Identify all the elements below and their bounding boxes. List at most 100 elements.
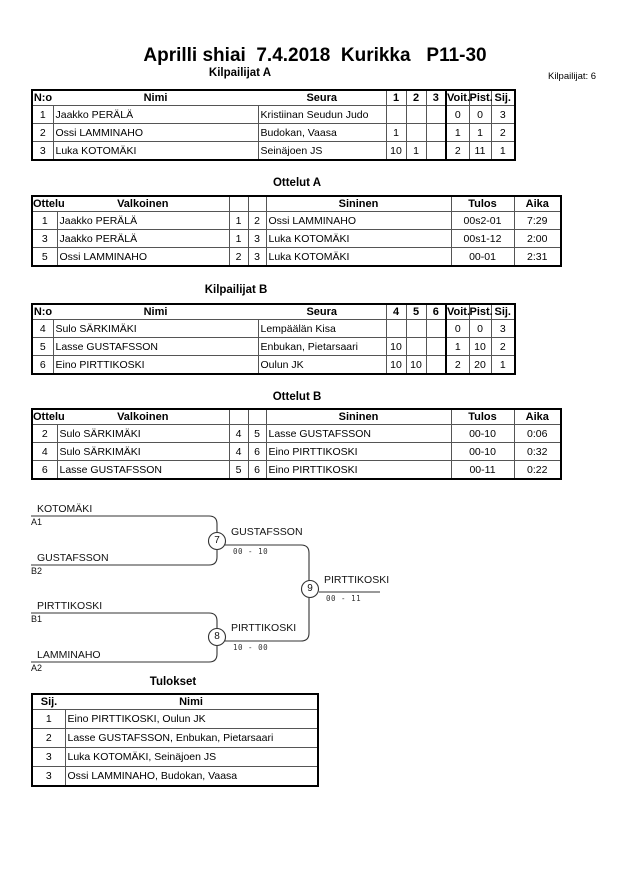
cell: 3 [490,105,516,124]
cell: 11 [468,141,492,161]
col-club: Seura [258,304,386,320]
kilpailijat-b-table: N:o Nimi Seura 4 5 6 Voit. Pist. Sij. 4 … [31,303,516,375]
cell: 2 [247,211,267,230]
cell: Jaakko PERÄLÄ [56,229,230,248]
header-row: N:o Nimi Seura 1 2 3 Voit. Pist. Sij. [32,90,516,106]
cell: Jaakko PERÄLÄ [52,105,259,124]
cell: 2 [490,337,516,356]
cell: 1 [228,229,249,248]
col-white-no [228,409,249,425]
cell: 0 [468,105,492,124]
cell: 7:29 [513,211,562,230]
col-name: Nimi [53,304,258,320]
cell: 10 [385,141,407,161]
col-match: Ottelu [32,196,65,212]
table-row: 6 Lasse GUSTAFSSON 5 6 Eino PIRTTIKOSKI … [31,460,562,480]
cell: Luka KOTOMÄKI [52,141,259,161]
cell: 10 [468,337,492,356]
cell: 00-10 [450,442,515,461]
cell: Lasse GUSTAFSSON [265,424,452,443]
cell: 2 [445,141,470,161]
cell: 1 [490,355,516,375]
cell [425,123,447,142]
table-row: 5 Lasse GUSTAFSSON Enbukan, Pietarsaari … [31,337,516,356]
table-row: 4 Sulo SÄRKIMÄKI Lempäälän Kisa 0 0 3 [31,319,516,338]
cell [385,319,407,338]
cell: 6 [31,460,58,480]
cell: 4 [228,442,249,461]
col-result: Tulos [450,409,515,425]
col-name: Nimi [65,694,318,710]
cell: Eino PIRTTIKOSKI [265,460,452,480]
cell: 3 [247,229,267,248]
section-title-ottelut-a: Ottelut A [272,177,322,189]
cell: 2 [445,355,470,375]
table-row: 3 Luka KOTOMÄKI Seinäjoen JS 10 1 2 11 1 [31,141,516,161]
bracket-seed: B1 [31,614,43,624]
cell [425,355,447,375]
col-match4: 4 [385,304,407,320]
bracket-seed: A2 [31,663,43,673]
cell: 3 [31,141,54,161]
match-circle-9 [300,579,320,599]
cell: 1 [228,211,249,230]
col-match3: 3 [425,90,447,106]
tulokset-table: Sij. Nimi 1 Eino PIRTTIKOSKI, Oulun JK 2… [31,693,319,787]
cell: 6 [31,355,54,375]
cell: 00-11 [450,460,515,480]
ottelut-a-table: Ottelu Valkoinen Sininen Tulos Aika 1 Ja… [31,195,562,267]
match-circle-7 [207,531,227,551]
table-row: 4 Sulo SÄRKIMÄKI 4 6 Eino PIRTTIKOSKI 00… [31,442,562,461]
table-row: 1 Eino PIRTTIKOSKI, Oulun JK [31,709,319,729]
header-row: Ottelu Valkoinen Sininen Tulos Aika [32,409,562,425]
col-blue: Sininen [266,409,451,425]
section-title-tulokset: Tulokset [149,676,197,688]
cell: Kristiinan Seudun Judo [257,105,387,124]
col-match5: 5 [405,304,427,320]
cell: 1 [385,123,407,142]
cell: 5 [31,337,54,356]
section-title-kilpailijat-a: Kilpailijat A [208,67,272,79]
cell: 10 [385,337,407,356]
cell [405,337,427,356]
cell: 3 [247,247,267,267]
col-no: N:o [32,304,53,320]
cell: 1 [31,211,58,230]
cell: 2 [490,123,516,142]
header-row: Ottelu Valkoinen Sininen Tulos Aika [32,196,562,212]
cell: 4 [31,319,54,338]
cell: Sulo SÄRKIMÄKI [52,319,259,338]
col-result: Tulos [450,196,515,212]
match-circle-8 [207,627,227,647]
col-match6: 6 [425,304,447,320]
cell [405,319,427,338]
cell: 6 [247,442,267,461]
col-place: Sij. [32,694,65,710]
cell: 1 [490,141,516,161]
col-place: Sij. [490,90,516,106]
cell: Budokan, Vaasa [257,123,387,142]
cell: Sulo SÄRKIMÄKI [56,442,230,461]
cell: 1 [405,141,427,161]
cell: Eino PIRTTIKOSKI [265,442,452,461]
table-row: 3 Ossi LAMMINAHO, Budokan, Vaasa [31,766,319,787]
cell: 1 [445,123,470,142]
cell: 2 [31,123,54,142]
header-row: N:o Nimi Seura 4 5 6 Voit. Pist. Sij. [32,304,516,320]
cell: 1 [468,123,492,142]
cell: Enbukan, Pietarsaari [257,337,387,356]
bracket-match-score: 00 - 10 [233,547,269,556]
cell: Jaakko PERÄLÄ [56,211,230,230]
cell: 4 [228,424,249,443]
cell: 0:32 [513,442,562,461]
col-white: Valkoinen [57,196,229,212]
cell: 00s1-12 [450,229,515,248]
bracket-winner-name: PIRTTIKOSKI [324,574,390,586]
bracket-seed: B2 [31,566,43,576]
bracket-winner-name: GUSTAFSSON [231,526,303,538]
cell: Lempäälän Kisa [257,319,387,338]
col-wins: Voit. [445,90,471,106]
col-blue: Sininen [266,196,451,212]
col-blue-no [247,196,267,212]
